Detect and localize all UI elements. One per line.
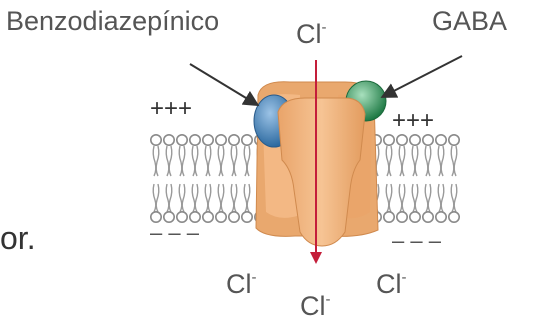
lipid-head xyxy=(164,135,174,145)
charges-positive-left: +++ xyxy=(150,95,192,122)
lipid-tail xyxy=(153,184,159,212)
lipid-head xyxy=(229,212,239,222)
lipid-head xyxy=(216,135,226,145)
lipid-tail xyxy=(425,184,431,212)
lipid-tail xyxy=(218,184,224,212)
lipid-head xyxy=(203,135,213,145)
lipid-tail xyxy=(438,184,444,212)
lipid-head xyxy=(177,135,187,145)
lipid-head xyxy=(410,135,420,145)
lipid-tail xyxy=(451,146,457,176)
membrane-right xyxy=(371,135,459,222)
lipid-tail xyxy=(231,184,237,212)
ion-channel-arrowhead xyxy=(310,252,322,264)
lipid-tail xyxy=(192,184,198,212)
lipid-head xyxy=(397,212,407,222)
charges-positive-right: +++ xyxy=(392,107,434,134)
lipid-tail xyxy=(205,146,211,176)
charges-negative-left: – – – xyxy=(150,220,200,245)
lipid-tail xyxy=(153,146,159,176)
benzodiazepine-pointer-arrow xyxy=(190,64,256,104)
lipid-head xyxy=(216,212,226,222)
lipid-head xyxy=(449,135,459,145)
lipid-tail xyxy=(399,146,405,176)
lipid-tail xyxy=(205,184,211,212)
lipid-tail xyxy=(412,184,418,212)
lipid-tail xyxy=(166,146,172,176)
lipid-head xyxy=(449,212,459,222)
lipid-tail xyxy=(218,146,224,176)
lipid-tail xyxy=(192,146,198,176)
lipid-tail xyxy=(244,146,250,176)
lipid-head xyxy=(397,135,407,145)
lipid-head xyxy=(203,212,213,222)
lipid-head xyxy=(151,135,161,145)
lipid-tail xyxy=(179,146,185,176)
lipid-tail xyxy=(386,146,392,176)
lipid-head xyxy=(423,212,433,222)
lipid-tail xyxy=(412,146,418,176)
lipid-head xyxy=(436,212,446,222)
lipid-tail xyxy=(425,146,431,176)
lipid-head xyxy=(242,212,252,222)
lipid-head xyxy=(384,135,394,145)
charges-negative-right: – – – xyxy=(392,228,442,253)
lipid-tail xyxy=(244,184,250,212)
lipid-head xyxy=(229,135,239,145)
gaba-pointer-arrow xyxy=(384,56,462,96)
lipid-head xyxy=(384,212,394,222)
membrane-left xyxy=(151,135,265,222)
lipid-head xyxy=(190,135,200,145)
lipid-head xyxy=(242,135,252,145)
lipid-head xyxy=(410,212,420,222)
lipid-tail xyxy=(386,184,392,212)
lipid-head xyxy=(436,135,446,145)
lipid-tail xyxy=(166,184,172,212)
lipid-tail xyxy=(231,146,237,176)
lipid-tail xyxy=(179,184,185,212)
lipid-tail xyxy=(438,146,444,176)
lipid-head xyxy=(423,135,433,145)
lipid-tail xyxy=(399,184,405,212)
lipid-tail xyxy=(451,184,457,212)
